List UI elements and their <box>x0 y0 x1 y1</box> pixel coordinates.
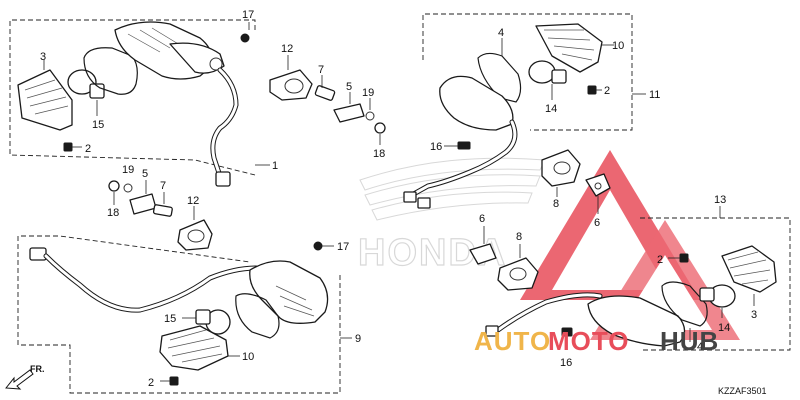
wire-bottom-left <box>29 247 259 313</box>
watermark-text-hub: HUB <box>660 326 719 356</box>
assembly-13-box: 13 <box>640 194 791 351</box>
callout-6-lower: 6 <box>479 213 485 225</box>
bracket-6-upper: 6 <box>585 173 611 229</box>
assembly-11-box: 11 <box>422 13 660 131</box>
grommet-12-lower: 12 <box>177 195 213 251</box>
callout-4-lower: 4 <box>697 341 703 353</box>
front-direction-label: FR. <box>30 364 45 374</box>
screw-2-upper-right: 2 <box>587 85 610 97</box>
socket-7-upper: 7 <box>314 64 336 101</box>
bulb-14-upper: 14 <box>528 60 567 115</box>
gasket-left-top <box>83 47 138 95</box>
bolt-17-lower: 17 <box>313 241 349 253</box>
callout-8-upper: 8 <box>553 198 559 210</box>
watermark-text-auto: AUTO <box>474 326 551 356</box>
callout-4-upper-group: 4 <box>498 27 504 56</box>
lens-3-right: 3 <box>721 245 777 321</box>
callout-15-lower: 15 <box>164 313 176 325</box>
gasket-4-lower <box>661 281 708 327</box>
washer-19-upper: 19 <box>362 87 375 121</box>
bulb-15-lower: 15 <box>164 309 231 335</box>
housing-right-top <box>439 75 514 131</box>
callout-2-left: 2 <box>85 143 91 155</box>
assembly-1-box: 1 <box>9 19 278 176</box>
callout-14-upper: 14 <box>545 103 557 115</box>
socket-7-lower: 7 <box>152 180 173 217</box>
nut-18-upper: 18 <box>373 122 386 160</box>
screw-2-left: 2 <box>63 142 91 155</box>
watermark-text-moto: MOTO <box>548 326 630 356</box>
grommet-12-upper: 12 <box>269 43 313 101</box>
grommet-8-lower: 8 <box>497 231 539 291</box>
callout-5-lower: 5 <box>142 168 148 180</box>
bulb-15-left: 15 <box>67 69 105 131</box>
callout-9: 9 <box>355 333 361 345</box>
callout-16-lower: 16 <box>560 357 572 369</box>
wire-bottom-right <box>485 292 603 337</box>
callout-7-lower: 7 <box>160 180 166 192</box>
callout-3-left: 3 <box>40 51 46 63</box>
callout-18-lower: 18 <box>107 207 119 219</box>
callout-10-upper: 10 <box>612 40 624 52</box>
callout-2-lower-left: 2 <box>148 377 154 389</box>
callout-17-top: 17 <box>242 9 254 21</box>
honda-watermark: HONDA <box>357 157 546 275</box>
bracket-5-upper: 5 <box>333 81 365 123</box>
housing-left-top <box>114 21 225 80</box>
callout-18-upper: 18 <box>373 148 385 160</box>
screw-2-lower: 2 <box>148 376 179 389</box>
wire-harness-center <box>403 119 518 209</box>
callout-19-upper: 19 <box>362 87 374 99</box>
grommet-8-upper: 8 <box>541 149 581 210</box>
callout-19-lower: 19 <box>122 164 134 176</box>
assembly-9-box: 9 <box>17 235 361 394</box>
nut-18-lower: 18 <box>107 180 120 219</box>
callout-12-upper: 12 <box>281 43 293 55</box>
lens-10-upper: 10 <box>535 23 624 73</box>
callout-13: 13 <box>714 194 726 206</box>
bolt-17-left: 17 <box>240 9 254 43</box>
front-direction-arrow: FR. <box>5 364 45 390</box>
clip-16-upper: 16 <box>430 141 471 153</box>
callout-2-lower-right: 2 <box>657 254 663 266</box>
callout-3-right: 3 <box>751 309 757 321</box>
callout-10-lower: 10 <box>242 351 254 363</box>
bulb-14-lower: 14 <box>699 284 736 334</box>
callout-12-lower: 12 <box>187 195 199 207</box>
gasket-4-upper <box>477 52 522 103</box>
callout-2-upper-right: 2 <box>604 85 610 97</box>
washer-19-lower: 19 <box>122 164 134 193</box>
housing-bottom-left <box>249 260 329 324</box>
callout-16-upper: 16 <box>430 141 442 153</box>
callout-15-left: 15 <box>92 119 104 131</box>
callout-17-lower: 17 <box>337 241 349 253</box>
lens-3-left: 3 <box>17 51 73 131</box>
gasket-bottom-left <box>235 293 280 339</box>
automotohub-watermark: AUTO MOTO HUB <box>474 326 719 356</box>
screw-2-lower-right: 2 <box>657 253 689 266</box>
callout-11: 11 <box>649 89 660 101</box>
callout-4-upper: 4 <box>498 27 504 39</box>
clip-16-lower: 16 <box>560 327 573 369</box>
callout-6-upper: 6 <box>594 217 600 229</box>
lens-10-lower: 10 <box>159 325 254 371</box>
callout-1: 1 <box>272 160 278 172</box>
wire-left-top <box>210 67 239 187</box>
housing-right-bottom <box>587 295 686 347</box>
callout-5-upper: 5 <box>346 81 352 93</box>
callout-8-lower: 8 <box>516 231 522 243</box>
bracket-6-lower: 6 <box>469 213 497 265</box>
callout-14-lower: 14 <box>718 322 730 334</box>
callout-7-upper: 7 <box>318 64 324 76</box>
diagram-code: KZZAF3501 <box>718 386 767 396</box>
callout-4-lower-group: 4 <box>689 328 703 353</box>
